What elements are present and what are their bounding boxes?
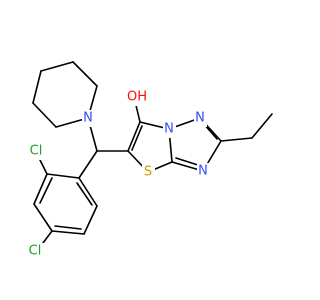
bond	[46, 173, 80, 179]
atom-label-sulfur: S	[144, 165, 152, 180]
atom-ring-n1: N	[163, 121, 176, 138]
bond	[78, 177, 98, 207]
atom-label-piperidine-n: N	[83, 111, 93, 126]
atom-label-ring-n2: N	[195, 111, 205, 126]
bond-layer	[32, 61, 273, 248]
bond	[33, 173, 48, 205]
bond	[32, 102, 57, 128]
bond	[51, 230, 85, 235]
bond	[54, 225, 82, 230]
atom-piperidine-n: N	[82, 110, 95, 127]
bond	[175, 157, 202, 167]
bond	[131, 125, 143, 151]
atom-label-hydroxyl: OH	[127, 90, 147, 105]
atom-label-ring-n3: N	[198, 164, 208, 179]
bond	[127, 121, 141, 152]
atom-sulfur: S	[142, 164, 155, 181]
bond	[72, 61, 98, 87]
bond	[32, 70, 42, 104]
bond	[83, 205, 98, 235]
bond	[40, 61, 74, 72]
bond	[33, 203, 53, 232]
atom-ring-n3: N	[197, 163, 210, 180]
bond	[220, 137, 253, 142]
atom-label-chlorine-top: Cl	[30, 144, 43, 159]
atom-chlorine-top: Cl	[25, 143, 47, 160]
atom-label-chlorine-bottom: Cl	[29, 244, 42, 259]
atom-ring-n2: N	[194, 110, 207, 127]
structure-canvas: OH N N N N S C	[24, 61, 273, 260]
chemical-structure: OH N N N N S C	[24, 61, 273, 260]
atom-label-ring-n1: N	[164, 122, 174, 137]
bond	[251, 113, 273, 139]
atom-layer: OH N N N N S C	[24, 88, 210, 260]
bond	[76, 182, 93, 206]
bond	[39, 177, 53, 204]
bond	[78, 150, 98, 179]
atom-chlorine-bottom: Cl	[24, 243, 46, 260]
atom-hydroxyl: OH	[125, 88, 150, 106]
